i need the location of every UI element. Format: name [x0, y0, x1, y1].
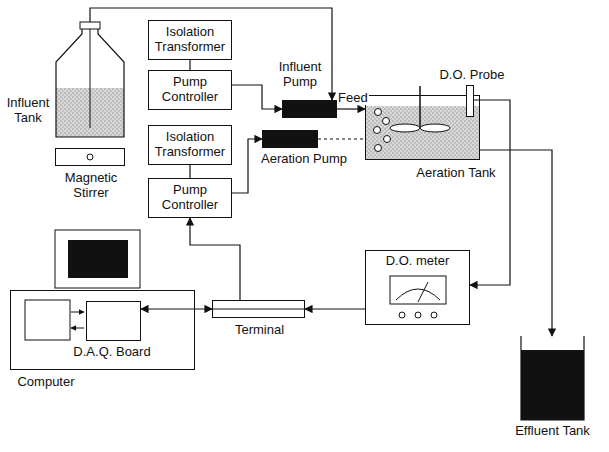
- meter-face: [390, 276, 446, 304]
- pump-symbol: Aeration Pump: [262, 130, 318, 148]
- controller-box: Pump Controller: [148, 178, 232, 218]
- board-bus: [71, 312, 84, 313]
- do-meter: D.O. meter: [365, 250, 470, 325]
- node-label: D.O. Probe: [437, 68, 507, 83]
- aeration-tank: Aeration Tank: [365, 95, 480, 160]
- node-label: Magnetic Stirrer: [61, 171, 121, 201]
- computer-case: ComputerD.A.Q. Board: [10, 290, 195, 370]
- node-label: Influent Pump: [274, 60, 326, 90]
- impeller-blade: [420, 124, 450, 132]
- board-bus: [71, 328, 84, 329]
- magnetic-stirrer: Magnetic Stirrer: [55, 148, 125, 166]
- controller-box: Pump Controller: [148, 70, 232, 110]
- stirrer-knob: [87, 154, 93, 160]
- node-label: Pump Controller: [153, 75, 227, 105]
- node-label: Effluent Tank: [501, 424, 604, 439]
- connector: [318, 138, 365, 139]
- node-label: Pump Controller: [153, 183, 227, 213]
- connector: [232, 139, 262, 193]
- dip-tube: [90, 29, 91, 128]
- connector: [232, 85, 282, 109]
- node-label: D.A.Q. Board: [57, 345, 167, 360]
- impeller-blade: [390, 124, 420, 132]
- node-label: Terminal: [213, 323, 306, 338]
- meter-needle: [418, 282, 428, 302]
- node-label: Aeration Tank: [406, 166, 506, 181]
- connector: [470, 100, 510, 285]
- connector: [190, 218, 240, 300]
- meter-knobs: [399, 312, 437, 318]
- tank-water: [366, 106, 479, 159]
- transformer-box: Isolation Transformer: [148, 125, 232, 165]
- edge-label: Feed: [337, 91, 369, 105]
- connector: [305, 308, 365, 309]
- connector: [337, 108, 365, 109]
- node-label: Influent Tank: [4, 96, 52, 126]
- node-label: Computer: [11, 375, 81, 390]
- monitor: [55, 230, 140, 288]
- effluent-outline: [521, 336, 584, 420]
- bottle-cap: [80, 22, 100, 29]
- air-bubbles: [374, 109, 391, 152]
- node-label: Isolation Transformer: [153, 130, 227, 160]
- meter-scale: [396, 289, 440, 300]
- bottle-outline: [56, 29, 124, 137]
- terminal-block: Terminal: [212, 300, 305, 318]
- node-label: Aeration Pump: [256, 152, 352, 167]
- impeller-shaft: [419, 86, 421, 128]
- influent-tank: Influent Tank: [55, 22, 125, 138]
- cpu-board: [25, 300, 70, 340]
- node-label: D.O. meter: [366, 251, 469, 269]
- pump-symbol: Influent Pump: [282, 100, 337, 118]
- terminal-strip: [213, 309, 304, 310]
- effluent-tank: Effluent Tank: [521, 336, 584, 420]
- transformer-box: Isolation Transformer: [148, 20, 232, 60]
- do-probe: D.O. Probe: [466, 85, 474, 117]
- connector: [189, 165, 190, 178]
- monitor-screen: [68, 240, 128, 278]
- connector: [189, 60, 190, 70]
- effluent-liquid: [521, 350, 584, 420]
- daq-board: D.A.Q. Board: [86, 301, 141, 341]
- connector: [141, 308, 212, 309]
- node-label: Isolation Transformer: [153, 25, 227, 55]
